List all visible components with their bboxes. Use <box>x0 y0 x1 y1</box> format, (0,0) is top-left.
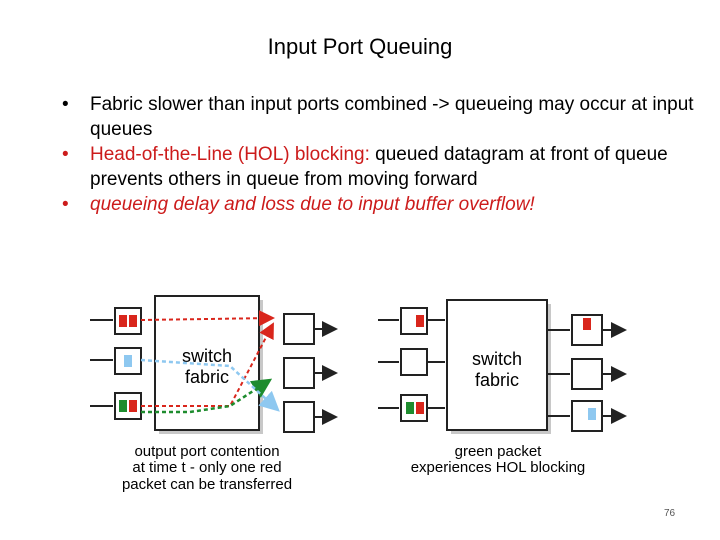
blue-path-arrow <box>140 358 280 412</box>
input-port-box <box>114 307 142 335</box>
input-port-box <box>400 348 428 376</box>
green-packet <box>119 400 127 412</box>
bullet-marker: • <box>62 194 69 215</box>
fabric-label: switch <box>472 349 522 369</box>
red-packet <box>416 402 424 414</box>
bullet-text: queueing delay and loss due to input buf… <box>90 194 535 215</box>
hol-blocking-diagram: switch fabric output port contention at … <box>90 295 627 493</box>
slide-title: Input Port Queuing <box>267 34 453 59</box>
left-caption-line: at time t - only one red <box>132 459 281 476</box>
bullet-highlight: Head-of-the-Line (HOL) blocking: <box>90 144 370 165</box>
red-packet <box>416 315 424 327</box>
output-port-box <box>283 401 315 433</box>
bullet-item-3: • queueing delay and loss due to input b… <box>62 192 702 217</box>
fabric-label: switch <box>182 346 232 366</box>
output-port-box <box>571 358 603 390</box>
right-caption-line: green packet <box>455 443 543 460</box>
left-caption-line: output port contention <box>134 443 279 460</box>
green-path-arrow <box>141 378 273 414</box>
green-packet <box>406 402 414 414</box>
left-caption-line: packet can be transferred <box>122 476 292 493</box>
bullet-marker: • <box>62 144 69 165</box>
bullet-list: • Fabric slower than input ports combine… <box>62 92 702 217</box>
red-path-arrow <box>141 322 274 407</box>
bullet-marker: • <box>62 94 69 115</box>
fabric-label: fabric <box>475 370 519 390</box>
switch-fabric <box>446 299 548 431</box>
red-packet <box>129 315 137 327</box>
fabric-label: fabric <box>185 367 229 387</box>
blue-packet <box>588 408 596 420</box>
bullet-text: Fabric slower than input ports combined … <box>90 94 694 140</box>
red-path-arrow <box>140 310 275 327</box>
slide-number: 76 <box>664 508 676 519</box>
blue-packet <box>124 355 132 367</box>
left-diagram: switch fabric output port contention at … <box>90 295 338 493</box>
red-packet <box>119 315 127 327</box>
red-packet <box>129 400 137 412</box>
bullet-item-2: • Head-of-the-Line (HOL) blocking: queue… <box>62 142 702 192</box>
output-port-box <box>283 357 315 389</box>
right-diagram: switch fabric green packet experiences H… <box>378 299 627 476</box>
red-packet <box>583 318 591 330</box>
bullet-text: queued datagram at front of queue preven… <box>90 144 668 190</box>
right-caption-line: experiences HOL blocking <box>411 459 586 476</box>
output-port-box <box>283 313 315 345</box>
bullet-item-1: • Fabric slower than input ports combine… <box>62 92 702 142</box>
input-port-box <box>114 392 142 420</box>
output-port-box <box>571 400 603 432</box>
